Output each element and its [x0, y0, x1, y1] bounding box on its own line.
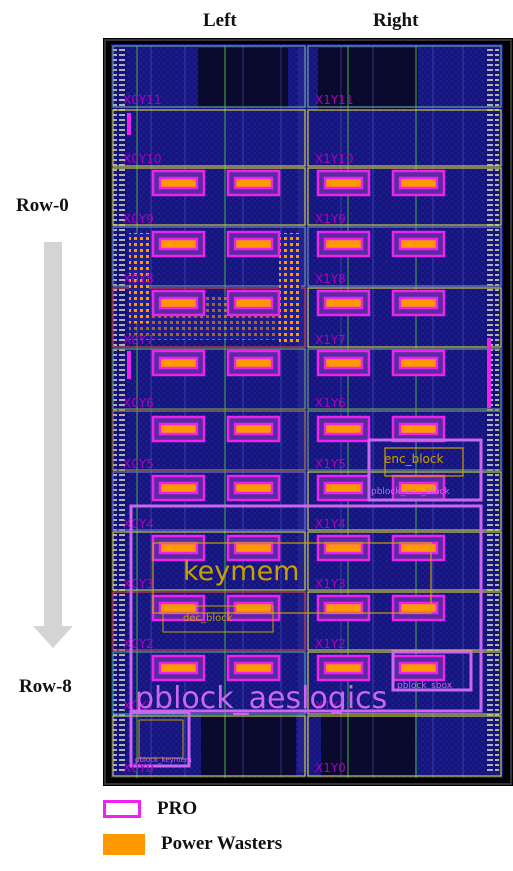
region-label: X0Y8 — [123, 272, 154, 286]
fpga-floorplan: X0Y11 X0Y10 X0Y9 X0Y8 X0Y7 X0Y6 X0Y5 X0Y… — [103, 38, 513, 786]
clock-region-grid — [112, 45, 502, 777]
legend-power-wasters: Power Wasters — [103, 833, 282, 855]
io-strips — [113, 48, 499, 772]
region-labels-left: X0Y11 X0Y10 X0Y9 X0Y8 X0Y7 X0Y6 X0Y5 X0Y… — [123, 93, 161, 775]
region-label: X0Y2 — [123, 637, 154, 651]
region-label: X1Y9 — [315, 212, 346, 226]
keymem-label: keymem — [183, 556, 299, 587]
pblock-small-label: pblock_keymem — [135, 756, 192, 764]
pblock-sbox-label: pblock_sbox — [397, 681, 453, 691]
pblock-enc-label: pblock_enc_block — [371, 487, 450, 497]
region-label: X0Y3 — [123, 577, 154, 591]
region-label: X1Y3 — [315, 577, 346, 591]
pro-swatch — [103, 800, 141, 818]
region-label: X1Y2 — [315, 637, 346, 651]
dark-column-group — [198, 48, 418, 776]
region-label: X0Y10 — [123, 152, 161, 166]
region-label: X0Y5 — [123, 457, 154, 471]
pblock-outlines — [129, 438, 483, 768]
legend-pro: PRO — [103, 798, 197, 820]
region-label: X1Y5 — [315, 457, 346, 471]
legend-pro-label: PRO — [157, 798, 198, 819]
region-label: X1Y1 — [315, 699, 346, 713]
region-label: X1Y10 — [315, 152, 353, 166]
row-label-bottom: Row-8 — [19, 676, 72, 697]
region-label: X1Y0 — [315, 761, 346, 775]
region-label: X1Y11 — [315, 93, 353, 107]
pro-rings — [151, 169, 446, 682]
region-label: X0Y4 — [123, 517, 154, 531]
row-label-top: Row-0 — [16, 195, 69, 216]
region-label: X0Y6 — [123, 396, 154, 410]
down-arrow-icon — [33, 242, 73, 648]
region-label: X1Y7 — [315, 333, 346, 347]
region-label: X0Y7 — [123, 333, 154, 347]
region-label: X0Y11 — [123, 93, 161, 107]
column-label-right: Right — [373, 10, 419, 31]
region-label: X0Y1 — [123, 699, 154, 713]
legend-power-wasters-label: Power Wasters — [161, 833, 283, 854]
region-label: X1Y6 — [315, 396, 346, 410]
power-waster-swatch — [103, 833, 145, 855]
side-bars — [127, 113, 491, 408]
region-labels-right: X1Y11 X1Y10 X1Y9 X1Y8 X1Y7 X1Y6 X1Y5 X1Y… — [315, 93, 353, 775]
pblock-aeslogics-label: pblock_aeslogics — [135, 681, 387, 716]
column-label-left: Left — [203, 10, 237, 31]
region-label: X1Y4 — [315, 517, 346, 531]
enc-block-label: enc_block — [384, 452, 443, 466]
region-label: X0Y9 — [123, 212, 154, 226]
region-label: X0Y0 — [123, 761, 154, 775]
region-label: X1Y8 — [315, 272, 346, 286]
dec-block-label: dec_block — [183, 613, 233, 624]
